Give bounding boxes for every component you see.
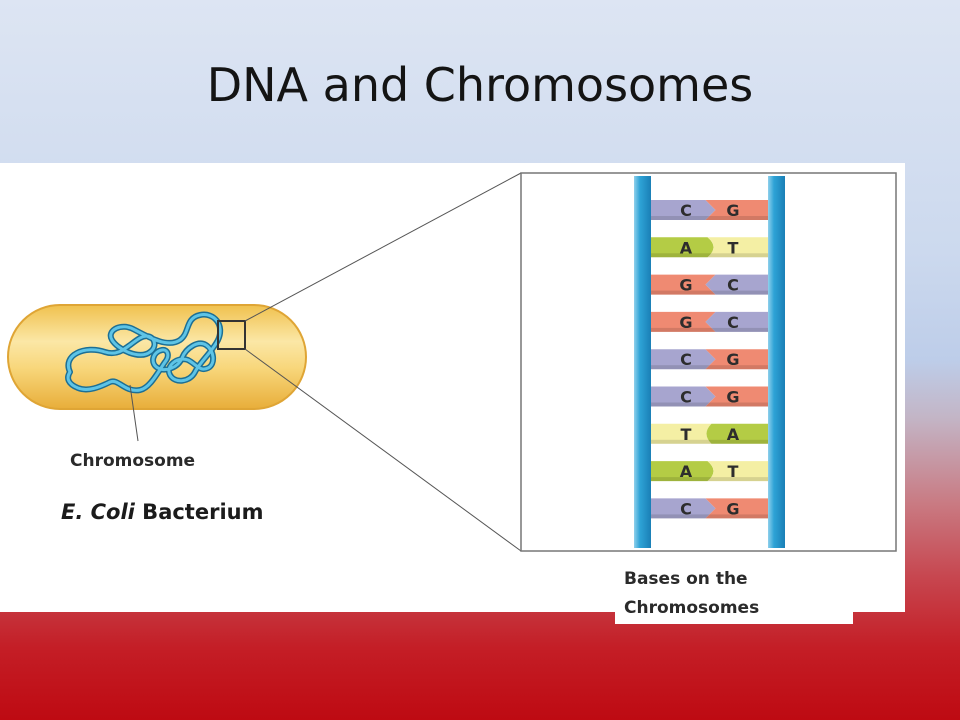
bacterium-name-rest: Bacterium	[134, 500, 264, 524]
base-letter-right: T	[728, 462, 739, 481]
base-C	[651, 386, 716, 407]
bases-caption-line2: Chromosomes	[624, 598, 760, 618]
base-letter-right: G	[726, 499, 739, 518]
base-shadow	[651, 216, 768, 220]
caption-box	[615, 560, 853, 624]
base-shadow	[651, 327, 768, 332]
base-letter-left: C	[680, 499, 692, 518]
base-letter-left: G	[679, 313, 692, 332]
base-shadow	[651, 402, 768, 407]
base-shadow	[651, 253, 768, 258]
base-letter-right: C	[727, 276, 739, 295]
base-shadow	[651, 290, 768, 295]
base-G	[651, 311, 716, 332]
base-A	[706, 423, 768, 444]
bacterium-label: E. Coli Bacterium	[61, 500, 263, 524]
base-letter-left: T	[681, 425, 692, 444]
base-A	[651, 237, 714, 258]
base-C	[651, 200, 716, 220]
base-letter-right: G	[726, 388, 739, 407]
dna-backbone-left	[634, 176, 651, 548]
base-G	[705, 498, 768, 519]
base-T	[707, 237, 768, 258]
base-G	[705, 386, 768, 407]
base-G	[651, 274, 716, 295]
chromosome-strand	[65, 311, 224, 394]
base-letter-left: G	[679, 276, 692, 295]
base-C	[651, 498, 716, 519]
base-shadow	[651, 477, 768, 482]
base-shadow	[651, 514, 768, 519]
base-letter-left: C	[680, 350, 692, 369]
base-C	[705, 311, 768, 332]
base-shadow	[651, 439, 768, 444]
base-A	[651, 461, 714, 482]
base-letter-right: A	[727, 425, 740, 444]
chromosome-pointer	[129, 384, 139, 442]
bases-caption-line1: Bases on the	[624, 569, 748, 589]
base-T	[651, 423, 712, 444]
base-letter-left: A	[680, 462, 693, 481]
bacterium-name-italic: E. Coli	[61, 500, 135, 524]
base-C	[705, 274, 768, 295]
dna-backbone-right	[768, 176, 785, 548]
base-shadow	[651, 365, 768, 370]
slide-title: DNA and Chromosomes	[206, 58, 754, 112]
base-G	[705, 349, 768, 370]
base-C	[651, 349, 716, 370]
base-letter-right: C	[727, 313, 739, 332]
base-letter-right: T	[728, 238, 739, 257]
base-letter-left: C	[680, 388, 692, 407]
zoom-indicator	[217, 172, 522, 552]
base-T	[707, 461, 768, 482]
base-letter-right: G	[726, 201, 739, 220]
base-letter-left: A	[680, 238, 693, 257]
base-letter-left: C	[680, 201, 692, 220]
chromosome-label: Chromosome	[70, 451, 196, 471]
ecoli-cell	[7, 304, 307, 410]
base-G	[705, 200, 768, 220]
base-letter-right: G	[726, 350, 739, 369]
